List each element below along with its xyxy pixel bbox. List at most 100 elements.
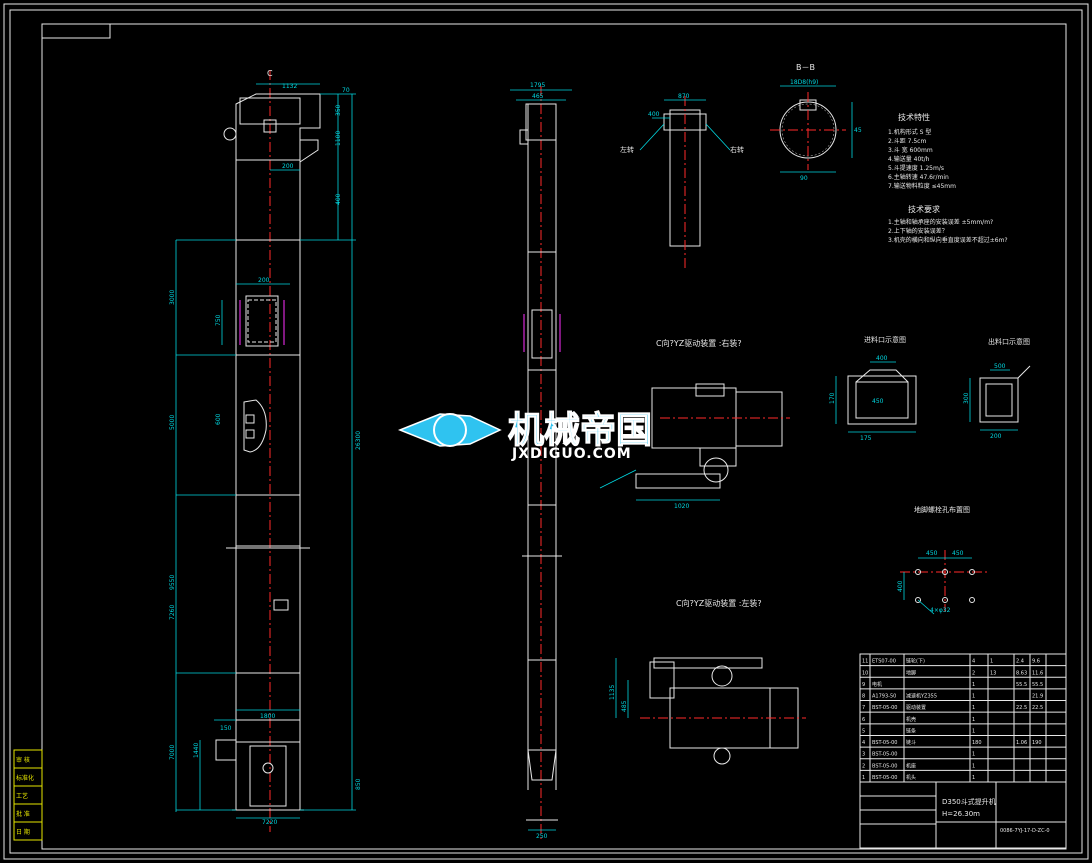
bom-cell: BST-05-00 [872, 763, 897, 769]
tech-spec-line: 6.主轴转速 47.6r/min [888, 173, 949, 181]
dim: 850 [355, 778, 362, 790]
bom-cell: BST-05-00 [872, 752, 897, 758]
tech-req-line: 3.机壳的横向和纵向垂直度误差不超过±6m? [888, 236, 1008, 244]
bom-cell: 链斗 [906, 739, 916, 746]
dim: 5000 [169, 415, 176, 430]
dim: 1795 [530, 82, 545, 89]
bom-cell: 9 [862, 682, 865, 688]
tech-spec-line: 4.输送量 40t/h [888, 155, 930, 163]
dim: 400 [897, 580, 904, 592]
dim: 450 [952, 550, 964, 557]
front-view: C [169, 69, 362, 832]
dim: 400 [648, 111, 660, 118]
bom-cell: 22.5 [1032, 705, 1043, 711]
dim: 1100 [335, 131, 342, 146]
bom-cell: 机座 [906, 762, 916, 769]
drawing-border [41, 23, 1067, 850]
dim: 90 [800, 175, 808, 182]
bolt-title: 地脚螺栓孔布置图 [914, 505, 970, 514]
dim: 26300 [355, 431, 362, 450]
dim: 150 [220, 725, 232, 732]
bom-cell: BST-05-00 [872, 775, 897, 781]
side-table: 审 核 标准化 工艺 批 准 日 期 [13, 749, 43, 841]
bom-cell: 10 [862, 670, 868, 676]
bom-cell: 2 [972, 670, 975, 676]
bom-cell: 驱动装置 [906, 704, 926, 711]
title-code: 0086-7YJ-17-D-ZC-0 [1000, 828, 1050, 834]
outer-frame [3, 3, 1089, 860]
dim: 1800 [260, 713, 275, 720]
dim: 1020 [674, 503, 689, 510]
dim: 450 [926, 550, 938, 557]
tech-spec-line: 2.斗距 7.5cm [888, 138, 926, 145]
dim: 7000 [169, 745, 176, 760]
dim: 350 [335, 104, 342, 116]
dim: 45 [854, 127, 862, 134]
bom-cell: 机头 [906, 774, 916, 781]
dim: 200 [990, 433, 1002, 440]
bom-cell: 21.9 [1032, 694, 1043, 700]
bom-cell: 2.4 [1016, 659, 1024, 665]
tech-spec-line: 7.输送物料粒度 ≤45mm [888, 182, 956, 190]
dim: 465 [532, 93, 544, 100]
bom-cell: BST-05-00 [872, 740, 897, 746]
tech-spec: 技术特性 1.机构形式 S 型 2.斗距 7.5cm 3.斗 宽 600mm 4… [888, 112, 1008, 244]
dim: 7220 [262, 819, 277, 826]
label-c: C [267, 69, 273, 78]
watermark-brand: 机械帝国 [508, 410, 652, 451]
bom-cell: 9.6 [1032, 659, 1040, 665]
dim: 1135 [609, 685, 616, 700]
title-height: H=26.30m [942, 810, 980, 818]
drive-left-view: C向?YZ驱动装置 :左装? 485 1135 [609, 598, 806, 765]
shaft-section: B－B 18D8(h9) 90 45 [770, 63, 862, 182]
dim: 7260 [169, 605, 176, 620]
bom-cell: 1.06 [1016, 740, 1027, 746]
bom-cell: 4 [972, 659, 975, 665]
bom-cell: 180 [972, 740, 982, 746]
bom-cell: 2 [862, 763, 865, 769]
bom-cell: 1 [972, 775, 975, 781]
outlet-diagram: 出料口示意图 500 300 200 [963, 337, 1031, 440]
title-name: D350斗式提升机 [942, 797, 996, 806]
bom-cell: 1 [972, 717, 975, 723]
side-cell: 批 准 [16, 810, 30, 818]
bom-cell: 6 [862, 717, 865, 723]
tech-req-title: 技术要求 [908, 204, 940, 214]
bom-cell: 链条 [906, 727, 916, 734]
bom-cell: 电机 [872, 681, 882, 688]
dim: 200 [282, 163, 294, 170]
gear-icon [433, 413, 467, 447]
bom-cell: 1 [972, 763, 975, 769]
tech-req-line: 1.主轴和轴承座的安装误差 ±5mm/m? [888, 218, 993, 226]
tech-spec-line: 1.机构形式 S 型 [888, 128, 931, 136]
dim: 70 [342, 87, 350, 94]
bom-cell: 55.5 [1016, 682, 1027, 688]
bom-cell: 链轮(下) [906, 658, 925, 665]
bom-cell: 3 [862, 752, 865, 758]
bom-cell: 机壳 [906, 716, 916, 723]
title-block: D350斗式提升机 H=26.30m 0086-7YJ-17-D-ZC-0 [859, 781, 1067, 849]
bom-cell: 22.5 [1016, 705, 1027, 711]
dim: 300 [963, 392, 970, 404]
dim: 4×φ32 [930, 607, 951, 614]
dim: 485 [621, 700, 628, 712]
inlet-diagram: 进料口示意图 400 170 450 175 [829, 335, 917, 442]
drive-right-title: C向?YZ驱动装置 :右装? [656, 338, 742, 348]
bom-cell: 5 [862, 728, 865, 734]
dim: 18D8(h9) [790, 79, 818, 86]
bom-cell: 8.63 [1016, 670, 1027, 676]
bom-cell: 11.6 [1032, 670, 1043, 676]
bom-cell: 13 [990, 670, 996, 676]
code-box [41, 23, 111, 39]
bom-cell: 55.5 [1032, 682, 1043, 688]
dim: 1440 [193, 743, 200, 758]
bom-cell: 8 [862, 694, 865, 700]
inlet-title: 进料口示意图 [864, 335, 906, 344]
bom-cell: 1 [972, 694, 975, 700]
dim: 9550 [169, 575, 176, 590]
drive-right-view: C向?YZ驱动装置 :右装? 1020 [599, 338, 790, 510]
bom-cell: 1 [972, 728, 975, 734]
bom-cell: 7 [862, 705, 865, 711]
